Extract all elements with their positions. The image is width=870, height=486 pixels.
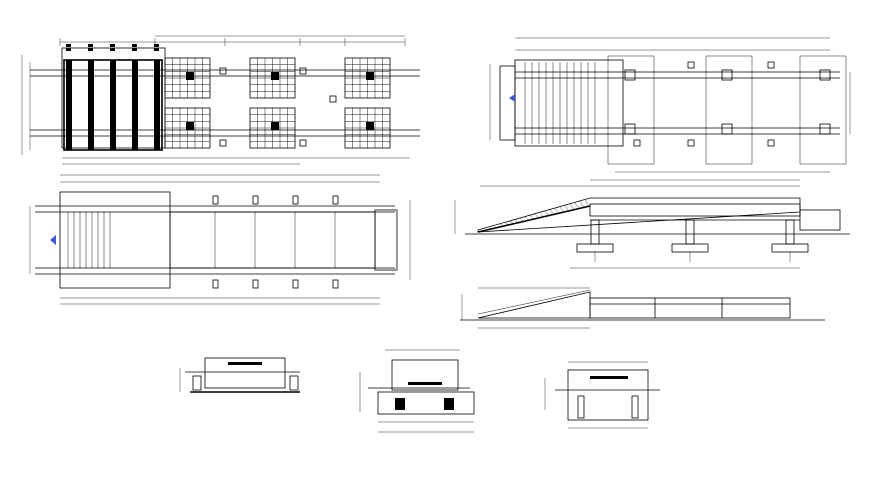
foundation-plan-view (21, 35, 420, 165)
side-elevation-view (460, 287, 825, 329)
deck-plan-middle-left-view (29, 174, 411, 305)
longitudinal-section-view (454, 179, 850, 269)
cross-section-c-view (544, 361, 660, 429)
cross-section-a-view (179, 357, 300, 393)
deck-plan-top-right-view (489, 37, 851, 173)
cross-section-b-view (359, 349, 475, 433)
